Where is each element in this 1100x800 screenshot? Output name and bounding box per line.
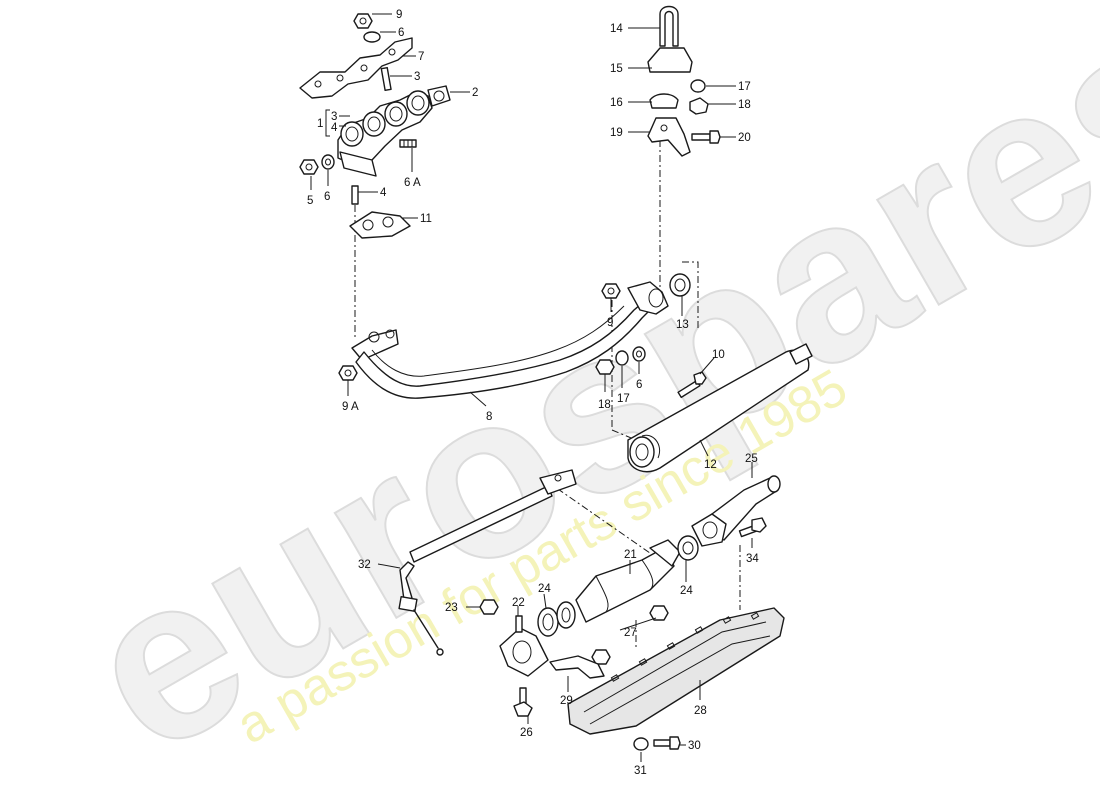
callout-32: 32 [358, 559, 371, 571]
callout-12: 12 [704, 459, 717, 471]
hanger-group [647, 5, 721, 157]
callout-27: 27 [624, 627, 637, 639]
callout-17-top: 17 [738, 81, 751, 93]
gasket-24-left [537, 607, 559, 637]
callout-6-left: 6 [324, 191, 330, 203]
nut-18-top [689, 97, 709, 115]
bolt-10 [677, 371, 707, 399]
washer-6-mid [632, 346, 646, 362]
callout-8: 8 [486, 411, 492, 423]
nut-9-mid [601, 283, 621, 299]
watermark: eurospares a passion for parts since 198… [45, 0, 1100, 800]
gasket-24-left-b [556, 601, 576, 629]
washer-6-left [321, 154, 335, 170]
callout-34: 34 [746, 553, 759, 565]
callout-3-bracket: 3 [331, 111, 337, 123]
catalytic-converter-group [479, 475, 781, 717]
callout-30: 30 [688, 740, 701, 752]
stud-22 [515, 615, 523, 633]
clamp-15 [647, 47, 693, 73]
nut-18-mid [595, 359, 615, 375]
seal-ring-13 [669, 273, 691, 297]
callout-18-mid: 18 [598, 399, 611, 411]
muffler-12 [627, 343, 813, 473]
callout-9A: 9 A [342, 401, 359, 413]
nut-9A [338, 365, 358, 381]
nut-5 [299, 159, 319, 175]
gasket-24-right [677, 535, 699, 561]
bolt-30 [653, 736, 681, 750]
callout-31: 31 [634, 765, 647, 777]
callout-23: 23 [445, 602, 458, 614]
gasket-2 [427, 85, 451, 107]
callout-6A: 6 A [404, 177, 421, 189]
callout-28: 28 [694, 705, 707, 717]
callout-16: 16 [610, 97, 623, 109]
heat-shield-28 [567, 607, 785, 735]
callout-14: 14 [610, 23, 623, 35]
callout-13: 13 [676, 319, 689, 331]
callout-5: 5 [307, 195, 313, 207]
callout-2: 2 [472, 87, 478, 99]
bolt-26 [513, 687, 533, 717]
front-pipe-8 [338, 273, 691, 399]
bolt-20 [691, 130, 721, 144]
bolt-34 [738, 517, 767, 538]
callout-19: 19 [610, 127, 623, 139]
watermark-brand: eurospares [46, 0, 1100, 800]
callout-9-mid: 9 [607, 317, 613, 329]
callout-3-top: 3 [414, 71, 420, 83]
callout-26: 26 [520, 727, 533, 739]
callout-7: 7 [418, 51, 424, 63]
callout-24-left: 24 [538, 583, 551, 595]
callout-15: 15 [610, 63, 623, 75]
callout-29: 29 [560, 695, 573, 707]
callout-9-top: 9 [396, 9, 402, 21]
nut-23 [479, 599, 499, 615]
callout-24-right: 24 [680, 585, 693, 597]
heat-shield-7 [299, 37, 413, 99]
washer-17-mid [615, 350, 629, 366]
washer-17-top [690, 79, 706, 93]
callout-11: 11 [420, 213, 432, 225]
callout-22: 22 [512, 597, 525, 609]
stud-3 [380, 66, 392, 92]
callout-labels: 9 6 7 3 2 1 3 4 6 A 4 11 5 6 9 A 8 9 13 … [307, 9, 759, 777]
callout-18-top: 18 [738, 99, 751, 111]
nut-27 [649, 605, 669, 621]
callout-21: 21 [624, 549, 637, 561]
nut-27b [591, 649, 611, 665]
rubber-mount-16 [649, 93, 679, 109]
callout-20: 20 [738, 132, 751, 144]
stud-4 [351, 185, 359, 205]
callout-25: 25 [745, 453, 758, 465]
washer-6-top [363, 31, 381, 43]
callout-6-mid: 6 [636, 379, 642, 391]
sensor-shield-32 [398, 469, 577, 656]
callout-1: 1 [317, 118, 323, 130]
assembly-line-flange [682, 261, 699, 330]
callout-6-top: 6 [398, 27, 404, 39]
gasket-11 [349, 211, 411, 239]
exhaust-manifold-group [299, 13, 451, 239]
assembly-line-bracket [544, 479, 661, 561]
u-bolt-14 [659, 5, 679, 47]
callout-4: 4 [380, 187, 387, 199]
bracket-29 [549, 655, 605, 679]
callout-10: 10 [712, 349, 725, 361]
callout-17-mid: 17 [617, 393, 630, 405]
nut-9-top [353, 13, 373, 29]
bracket-19 [647, 117, 691, 157]
heat-shield-28-slots [610, 612, 760, 682]
catalytic-converter-21 [575, 547, 675, 623]
flange-22 [499, 627, 549, 677]
callout-4-bracket: 4 [331, 122, 338, 134]
callout-leaders [310, 13, 753, 762]
washer-31 [633, 737, 649, 751]
